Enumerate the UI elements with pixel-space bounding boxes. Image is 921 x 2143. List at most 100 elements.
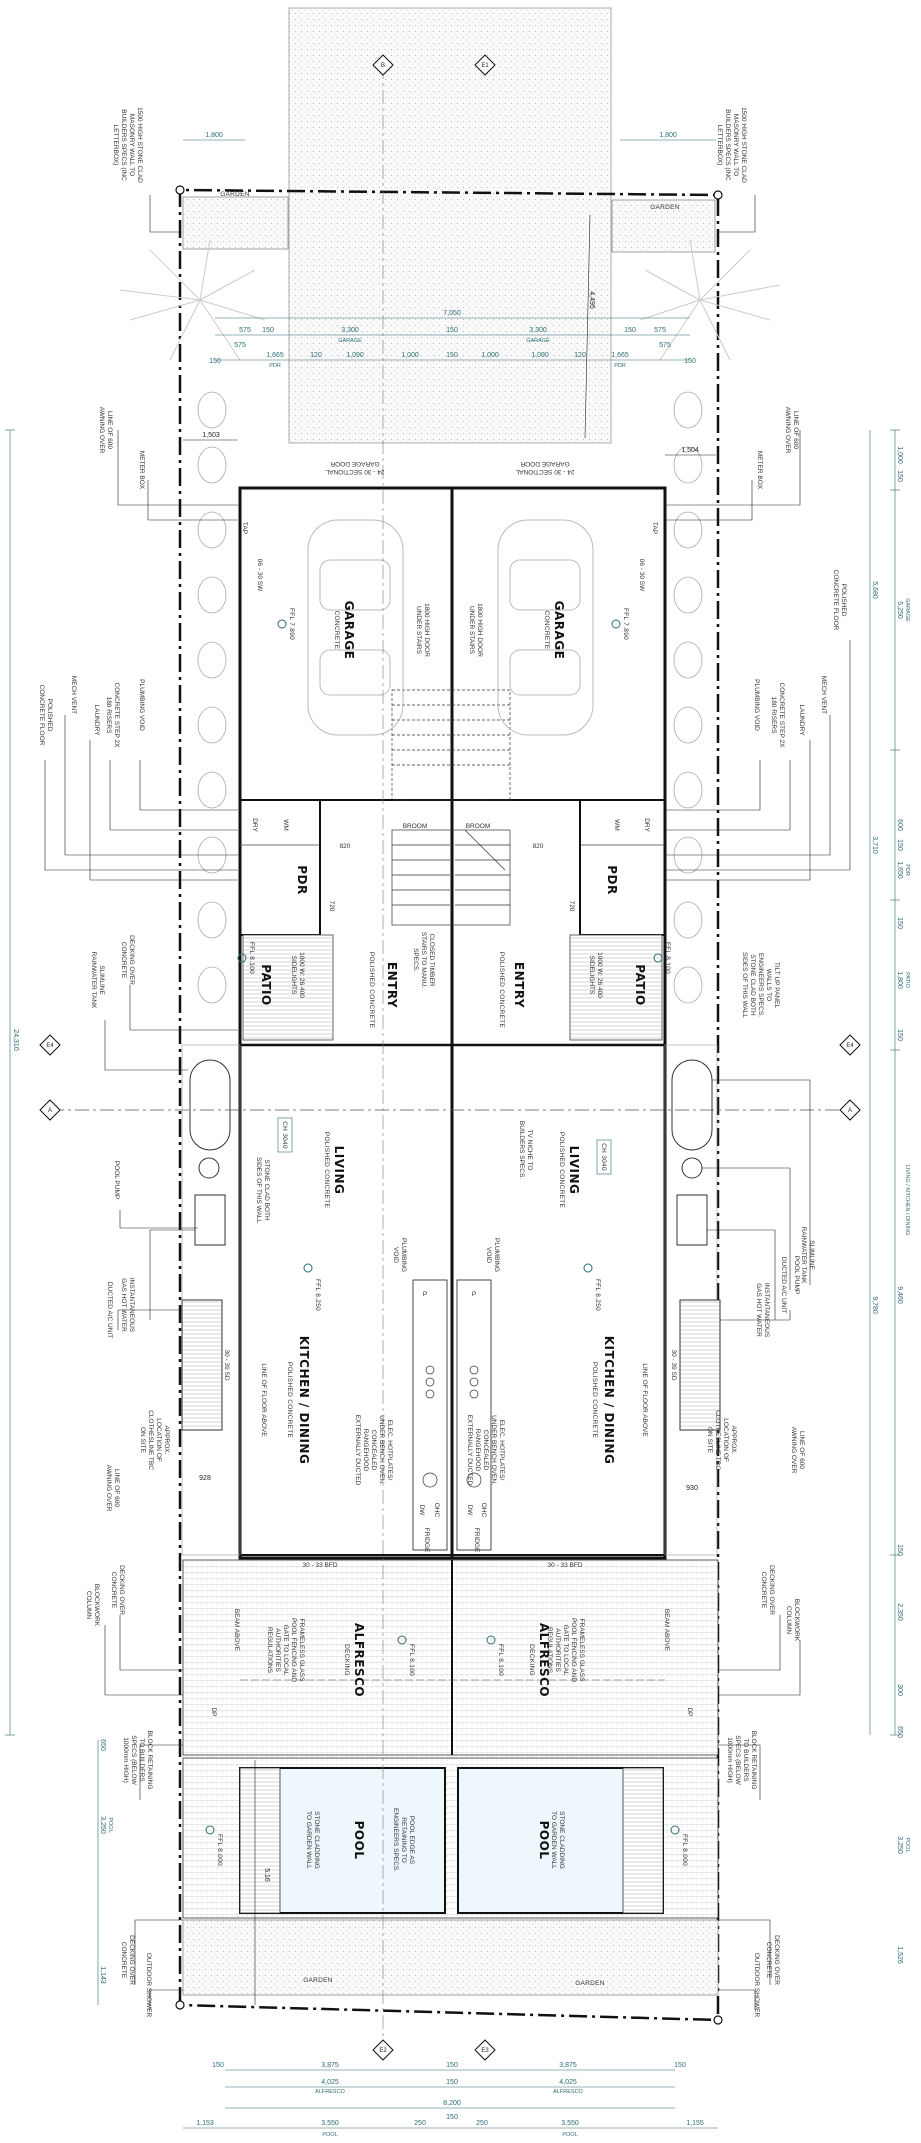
window-bfd-right: 30 - 33 BFD — [547, 1562, 582, 1569]
svg-text:150: 150 — [209, 358, 221, 365]
level-pool-right: FFL 8.000 — [670, 1825, 688, 1866]
dimension-diagonal: 4,495 — [584, 214, 595, 439]
svg-text:1,503: 1,503 — [202, 432, 220, 439]
dim-r-patio: PATIO — [904, 972, 910, 988]
svg-text:POOL: POOL — [562, 2132, 577, 2138]
garden-label-front-left: GARDEN — [220, 191, 250, 198]
note-clothesline-left: APPROX. — [163, 1426, 170, 1455]
svg-text:GARAGE: GARAGE — [526, 338, 550, 344]
room-living-right: LIVING — [567, 1146, 581, 1195]
svg-text:1,800: 1,800 — [205, 132, 223, 139]
room-patio-left: PATIO — [259, 964, 273, 1005]
svg-text:E4: E4 — [846, 1043, 854, 1049]
svg-text:SPECS (BELOW: SPECS (BELOW — [130, 1735, 137, 1785]
room-alfresco-left-sub: DECKING — [343, 1644, 350, 1676]
svg-text:FFL 8.100: FFL 8.100 — [408, 1644, 415, 1676]
dimension-bottom-row4: 1,153 3,550 250 250 3,550 1,155 POOL POO… — [183, 2120, 718, 2138]
rainwater-tank-right — [671, 1059, 713, 1151]
window-bfd-left: 30 - 33 BFD — [302, 1562, 337, 1569]
note-vent-left: MECH VENT — [70, 676, 77, 714]
sw-left: 06 - 30 SW — [256, 559, 263, 592]
svg-text:GATE TO LOCAL: GATE TO LOCAL — [562, 1625, 569, 1676]
note-stairs: CLOSED TIMBER — [428, 934, 435, 987]
svg-text:TO GARDEN WALL: TO GARDEN WALL — [550, 1811, 557, 1869]
driveway — [288, 7, 612, 444]
svg-text:EXTERNALLY DUCTED: EXTERNALLY DUCTED — [354, 1415, 361, 1486]
svg-text:STAIRS TO MANU.: STAIRS TO MANU. — [420, 932, 427, 989]
room-entry-right: ENTRY — [512, 962, 526, 1008]
svg-text:650: 650 — [99, 1739, 106, 1751]
note-retaining-left: BLOCK RETAINING — [146, 1731, 153, 1790]
room-living-left: LIVING — [332, 1146, 346, 1195]
room-entry-right-sub: POLISHED CONCRETE — [498, 952, 505, 1029]
svg-text:1500 HIGH STONE CLAD: 1500 HIGH STONE CLAD — [740, 107, 747, 183]
svg-text:GAS HOT WATER: GAS HOT WATER — [120, 1278, 127, 1332]
svg-text:POOL: POOL — [107, 1817, 113, 1832]
svg-text:AUTHORITIES: AUTHORITIES — [274, 1628, 281, 1672]
level-garage-right: FFL 7.890 — [611, 608, 629, 640]
palm-tree-left — [119, 239, 266, 361]
level-pool-left: FFL 8.000 — [205, 1825, 223, 1866]
note-blockwork-left: BLOCKWORK — [93, 1584, 100, 1627]
svg-text:UNDER BENCH OVEN.: UNDER BENCH OVEN. — [490, 1415, 497, 1485]
grid-marker-e3: E3 — [474, 2039, 496, 2061]
svg-text:8,200: 8,200 — [443, 2100, 461, 2107]
room-kitchen-left: KITCHEN / DINING — [297, 1336, 311, 1465]
dim-r-11: 9,460 — [896, 1286, 903, 1304]
svg-text:REGULATIONS: REGULATIONS — [546, 1627, 553, 1674]
hotplates — [422, 1365, 482, 1488]
broom-left: BROOM — [403, 823, 428, 830]
svg-text:1,000: 1,000 — [401, 352, 419, 359]
note-plumbing-left: PLUMBING VOID — [138, 679, 145, 731]
svg-text:FFL 8.250: FFL 8.250 — [314, 1279, 321, 1311]
svg-text:MASONRY WALL TO: MASONRY WALL TO — [732, 114, 739, 176]
note-awning2-left: LINE OF 600 — [113, 1469, 120, 1507]
dim-r-14: 2,350 — [896, 1603, 903, 1621]
svg-text:150: 150 — [446, 2114, 458, 2121]
svg-text:7,050: 7,050 — [443, 310, 461, 317]
svg-text:LETTERBOX): LETTERBOX) — [716, 125, 723, 166]
side-garden-left — [197, 391, 227, 1004]
room-entry-left-sub: POLISHED CONCRETE — [368, 952, 375, 1029]
svg-text:TO BUILDERS: TO BUILDERS — [138, 1738, 145, 1782]
svg-text:POOL FENCING AND: POOL FENCING AND — [290, 1618, 297, 1682]
svg-text:RAINWATER TANK: RAINWATER TANK — [90, 952, 97, 1009]
dimension-setback-right: 1,800 — [620, 132, 716, 141]
pool-pump-left — [198, 1157, 220, 1179]
svg-text:SPECS.: SPECS. — [412, 948, 419, 972]
broom-right: BROOM — [466, 823, 491, 830]
svg-text:RANGEHOOD: RANGEHOOD — [474, 1429, 481, 1472]
ac-unit-right — [679, 1299, 721, 1431]
grid-marker-e1: E1 — [474, 54, 496, 76]
svg-text:4,025: 4,025 — [559, 2079, 577, 2086]
kitchen-bench-left — [412, 1279, 448, 1551]
level-alfresco-left: FFL 8.100 — [397, 1635, 415, 1676]
dim-930: 930 — [686, 1485, 698, 1492]
svg-text:EXTERNALLY DUCTED: EXTERNALLY DUCTED — [466, 1415, 473, 1486]
svg-text:FFL 8.000: FFL 8.000 — [681, 1834, 688, 1866]
svg-text:WALLS TO: WALLS TO — [765, 969, 772, 1001]
svg-text:VOID: VOID — [392, 1247, 399, 1263]
note-hotwater-left: INSTANTANEOUS — [128, 1278, 135, 1333]
note-awning2-right: LINE OF 600 — [798, 1431, 805, 1469]
svg-text:3,250: 3,250 — [99, 1816, 106, 1834]
svg-text:SIDES OF THIS WALL: SIDES OF THIS WALL — [255, 1157, 262, 1223]
room-kitchen-right-sub: POLISHED CONCRETE — [591, 1362, 598, 1439]
door-720-left: 720 — [328, 901, 335, 912]
svg-text:LOCATION OF: LOCATION OF — [722, 1418, 729, 1462]
svg-text:CH 3040: CH 3040 — [281, 1121, 288, 1149]
svg-text:575: 575 — [654, 327, 666, 334]
svg-text:STONE CLAD BOTH: STONE CLAD BOTH — [749, 954, 756, 1016]
svg-text:120: 120 — [574, 352, 586, 359]
svg-text:1000mm HIGH): 1000mm HIGH) — [726, 1737, 733, 1783]
corner-point-br — [713, 2015, 723, 2025]
note-pool-pump-right: POOL PUMP — [793, 1256, 800, 1294]
svg-text:5.16: 5.16 — [263, 1868, 270, 1882]
svg-text:UNDER STAIRS: UNDER STAIRS — [468, 606, 475, 655]
car-right — [497, 519, 594, 736]
level-kitchen-right: FFL 8.250 — [583, 1263, 601, 1311]
dim-r-13: 150 — [896, 1544, 903, 1556]
note-rainwater-left: SLIMLINE — [98, 965, 105, 995]
svg-text:A: A — [48, 1108, 52, 1114]
svg-text:24,310: 24,310 — [12, 1029, 19, 1051]
